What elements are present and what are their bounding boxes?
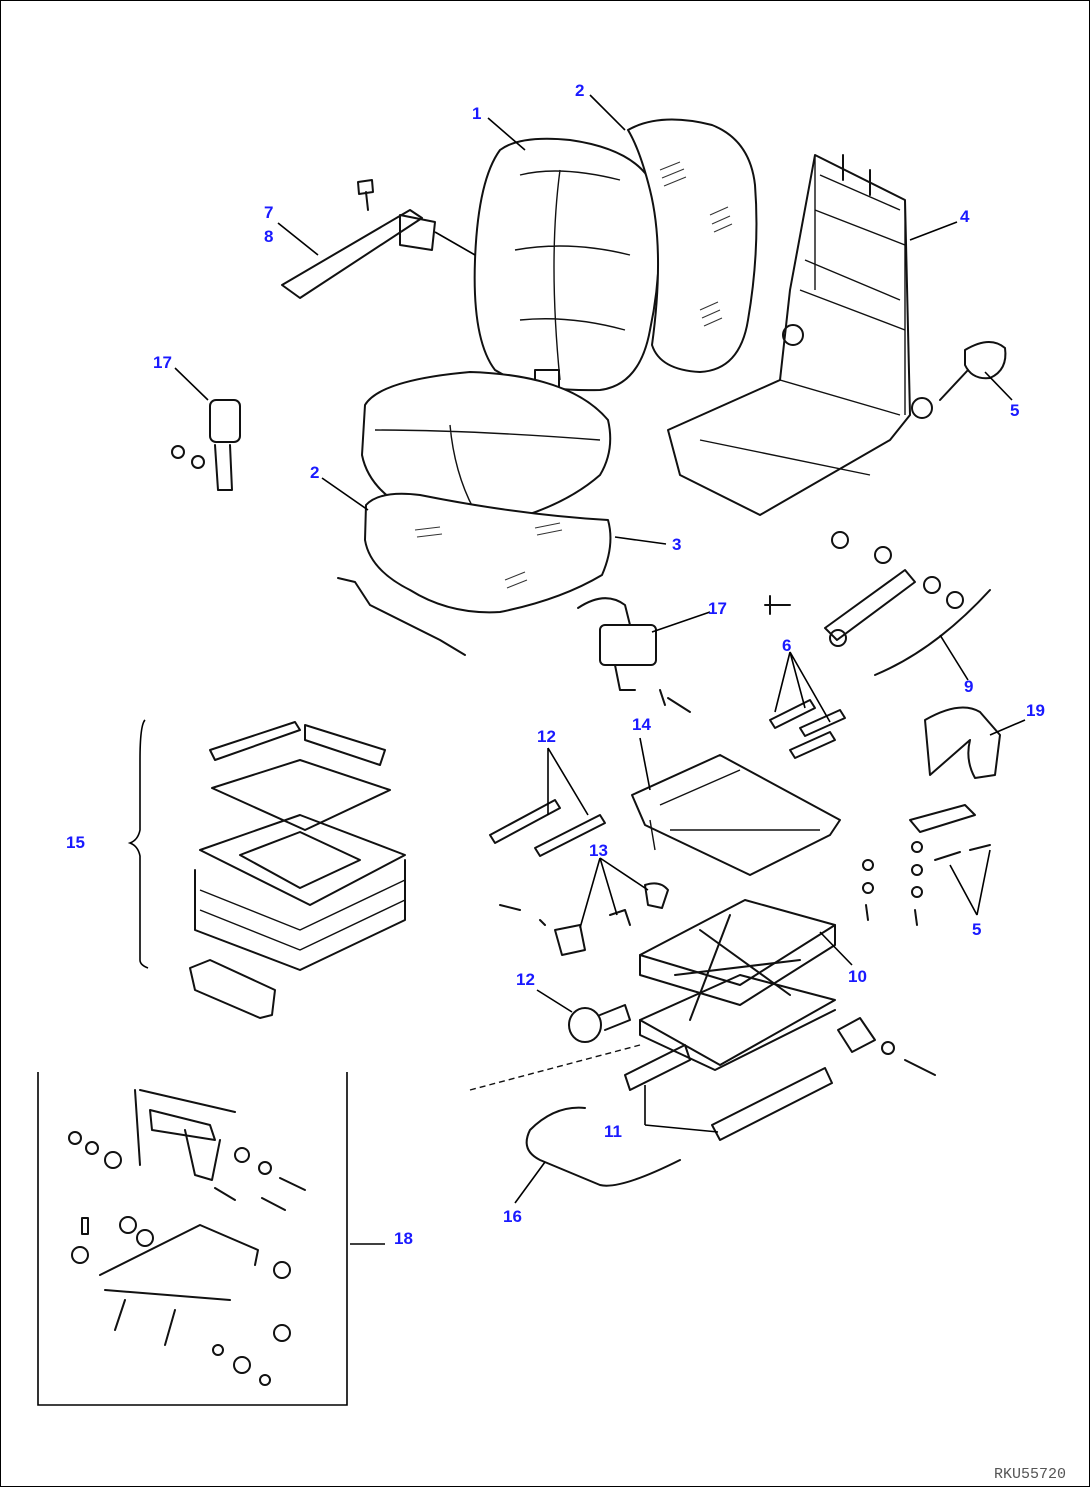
callout-19: 19 (1026, 701, 1045, 720)
slide-handle (525, 1106, 681, 1187)
leader-lines (174, 94, 1026, 1204)
reference-line (469, 1044, 641, 1091)
brackets (499, 882, 669, 956)
callout-16: 16 (503, 1207, 522, 1226)
callout-8: 8 (264, 227, 273, 246)
callout-14: 14 (632, 715, 651, 734)
seat-rails (624, 1044, 833, 1141)
callouts: 1 2 2 3 4 5 5 6 7 8 9 10 11 12 12 13 14 … (66, 81, 1045, 1248)
callout-3: 3 (672, 535, 681, 554)
strap (924, 706, 1001, 779)
adjust-rod (337, 577, 466, 656)
drawing-code: RKU55720 (994, 1466, 1066, 1483)
callout-1: 1 (472, 104, 481, 123)
seat-cushion-cover (364, 492, 612, 614)
seat-belt-retractor (577, 597, 691, 713)
callout-9: 9 (964, 677, 973, 696)
clip-plates (769, 699, 846, 759)
damper (764, 531, 991, 676)
spacer-kit (127, 719, 406, 1019)
inset-box (37, 1072, 385, 1406)
callout-13: 13 (589, 841, 608, 860)
callout-4: 4 (960, 207, 970, 226)
callout-17-buckle: 17 (153, 353, 172, 372)
slide-frame (631, 754, 841, 876)
recline-lever-knob (939, 341, 1007, 401)
callout-17-retractor: 17 (708, 599, 727, 618)
mount-hardware (837, 804, 991, 1076)
callout-10: 10 (848, 967, 867, 986)
callout-15: 15 (66, 833, 85, 852)
adjust-knob (568, 1004, 631, 1043)
callout-5-pins: 5 (972, 920, 981, 939)
slide-rails (489, 799, 606, 857)
suspension (639, 899, 836, 1071)
callout-5-lever: 5 (1010, 401, 1019, 420)
seat-frame (667, 154, 933, 516)
callout-7: 7 (264, 203, 273, 222)
seat-back-cover (627, 118, 758, 373)
seat-belt-buckle (171, 399, 241, 491)
armrest (281, 179, 436, 299)
callout-11: 11 (604, 1122, 622, 1141)
callout-6: 6 (782, 636, 791, 655)
callout-12-rails: 12 (537, 727, 556, 746)
callout-2-back-cover: 2 (575, 81, 584, 100)
seat-back-cushion (473, 137, 660, 393)
callout-2-cushion-cover: 2 (310, 463, 319, 482)
callout-12-knob: 12 (516, 970, 535, 989)
callout-18: 18 (394, 1229, 413, 1248)
